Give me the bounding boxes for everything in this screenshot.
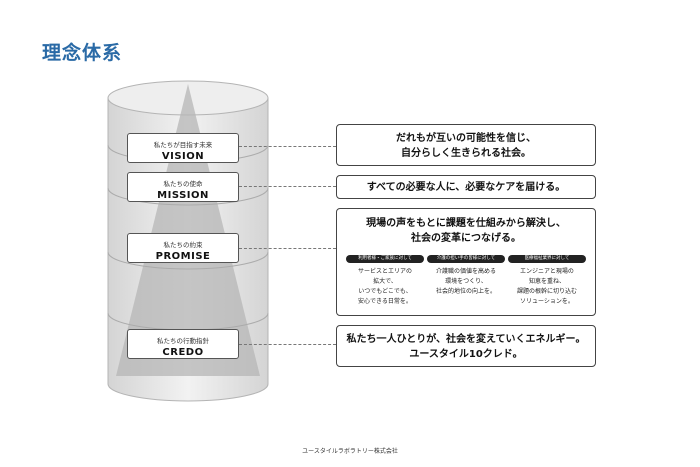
mission-card: すべての必要な人に、必要なケアを届ける。 (336, 175, 596, 199)
promise-connector (239, 248, 336, 249)
ring-2 (107, 187, 269, 206)
promise-sub: 私たちの約束 (163, 241, 203, 249)
mission-connector (239, 186, 336, 187)
credo-connector (239, 344, 336, 345)
credo-sub: 私たちの行動指針 (157, 337, 209, 345)
vision-name: VISION (161, 151, 205, 162)
credo-statement-line-1: 私たち一人ひとりが、社会を変えていくエネルギー。 (346, 334, 586, 345)
promise-label: 私たちの約束 PROMISE (127, 233, 239, 263)
mission-label: 私たちの使命 MISSION (127, 172, 239, 202)
vision-connector (239, 146, 336, 147)
group-text: サービスとエリアの 拡大で、 いつでもどこでも、 安心できる日常を。 (357, 268, 412, 305)
group-tag: 利用者様・ご家族に対して (346, 255, 424, 263)
vision-statement-line-1: だれもが互いの可能性を信じ、 (396, 133, 536, 144)
page-title: 理念体系 (42, 42, 123, 64)
mission-sub: 私たちの使命 (163, 180, 203, 188)
promise-group-caregivers: 介護の担い手の皆様に対して 介護職の価値を高める 環境をつくり、 社会的地位の向… (427, 255, 505, 297)
promise-name: PROMISE (155, 251, 211, 262)
footer-company: ユースタイルラボラトリー株式会社 (302, 448, 398, 455)
promise-group-users: 利用者様・ご家族に対して サービスとエリアの 拡大で、 いつでもどこでも、 安心… (346, 255, 424, 307)
pyramid (116, 84, 260, 376)
credo-name: CREDO (162, 347, 204, 358)
promise-statement-line-2: 社会の変革につなげる。 (411, 233, 521, 244)
promise-statement-line-1: 現場の声をもとに課題を仕組みから解決し、 (366, 218, 566, 229)
group-text: 介護職の価値を高める 環境をつくり、 社会的地位の向上を。 (435, 268, 496, 295)
vision-statement-line-2: 自分らしく生きられる社会。 (401, 148, 531, 159)
credo-card: 私たち一人ひとりが、社会を変えていくエネルギー。 ユースタイル10クレド。 (336, 325, 596, 367)
group-tag: 医療福祉業界に対して (508, 255, 586, 263)
ring-3 (107, 251, 269, 270)
promise-card: 現場の声をもとに課題を仕組みから解決し、 社会の変革につなげる。 利用者様・ご家… (336, 208, 596, 316)
group-text: エンジニアと現場の 知恵を重ね、 課題の根幹に切り込む ソリューションを。 (516, 268, 577, 305)
vision-card: だれもが互いの可能性を信じ、 自分らしく生きられる社会。 (336, 124, 596, 166)
credo-label: 私たちの行動指針 CREDO (127, 329, 239, 359)
credo-statement-line-2: ユースタイル10クレド。 (409, 349, 523, 360)
mission-name: MISSION (157, 190, 209, 201)
vision-label: 私たちが目指す未来 VISION (127, 133, 239, 163)
mission-statement: すべての必要な人に、必要なケアを届ける。 (366, 182, 566, 193)
group-tag: 介護の担い手の皆様に対して (427, 255, 505, 263)
vision-sub: 私たちが目指す未来 (153, 141, 213, 149)
promise-group-industry: 医療福祉業界に対して エンジニアと現場の 知恵を重ね、 課題の根幹に切り込む ソ… (508, 255, 586, 307)
